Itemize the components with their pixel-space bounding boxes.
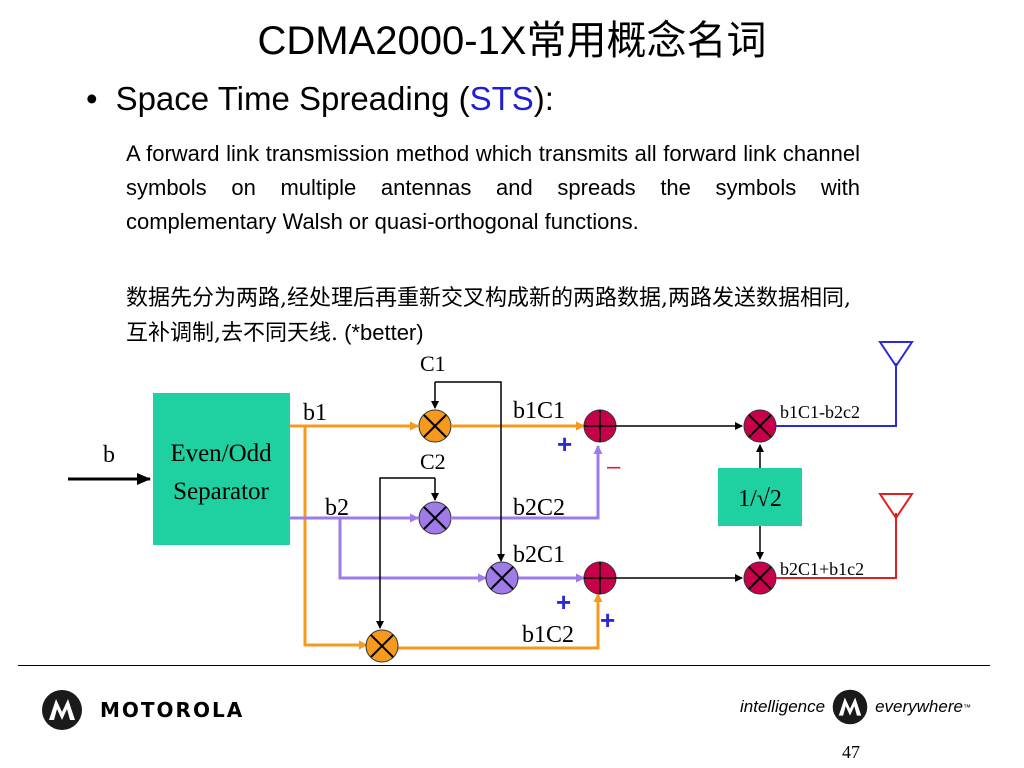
b2c1-label: b2C1	[513, 542, 565, 568]
bullet-label-after: ):	[533, 80, 554, 117]
b1c2-label: b1C2	[522, 622, 574, 648]
c1-label: C1	[420, 351, 446, 376]
bullet-heading: • Space Time Spreading (STS):	[86, 80, 554, 118]
c2-label: C2	[420, 449, 446, 474]
footer-brand: MOTOROLA	[40, 688, 244, 732]
description-chinese-tail: (*better)	[338, 320, 424, 345]
footer-divider	[18, 665, 990, 666]
multiplier-b1-c1	[418, 409, 452, 443]
brand-name: MOTOROLA	[100, 698, 245, 722]
multiplier-output-top	[743, 409, 777, 443]
b1c1-label: b1C1	[513, 398, 565, 424]
separator-label-line2: Separator	[173, 478, 269, 505]
description-english: A forward link transmission method which…	[126, 141, 860, 234]
c1-line-to-mult3	[435, 381, 505, 562]
tagline-part2: everywhere	[875, 697, 963, 716]
c2-line-to-mult4	[376, 477, 435, 629]
separator-label-line1: Even/Odd	[170, 440, 272, 467]
scale-block	[718, 468, 802, 526]
bottom-plus-sign-1: +	[556, 587, 571, 617]
description-chinese-text: 数据先分为两路,经处理后再重新交叉构成新的两路数据,两路发送数据相同,互补调制,…	[126, 286, 851, 346]
adder-bottom	[583, 561, 617, 595]
antenna-bottom-icon	[878, 493, 914, 520]
b1c2-line	[398, 593, 603, 650]
adder-top	[583, 409, 617, 443]
tagline-logo-icon	[832, 689, 868, 725]
b2-label: b2	[325, 495, 349, 521]
trademark-symbol: ™	[962, 702, 971, 712]
multiplier-output-bottom	[743, 561, 777, 595]
output-line-bottom	[776, 513, 897, 579]
page-number: 47	[842, 742, 860, 762]
top-minus-sign: –	[607, 453, 621, 480]
input-label: b	[103, 442, 115, 468]
antenna-top-icon	[878, 341, 914, 368]
bullet-label-before: Space Time Spreading (	[115, 80, 470, 117]
slide-title: CDMA2000-1X常用概念名词	[257, 19, 767, 63]
multiplier-b2-c1	[485, 561, 519, 595]
b1-label: b1	[303, 400, 327, 426]
motorola-logo-icon	[42, 690, 82, 730]
b1-line-to-mult4	[303, 426, 368, 650]
b2-line-to-mult3	[338, 518, 487, 583]
bullet-abbreviation: STS	[469, 80, 534, 117]
multiplier-b1-c2	[365, 629, 399, 663]
scale-label: 1/√2	[738, 486, 782, 512]
output-line-top	[776, 363, 897, 427]
output-label-top: b1C1-b2c2	[780, 402, 860, 422]
description-chinese: 数据先分为两路,经处理后再重新交叉构成新的两路数据,两路发送数据相同,互补调制,…	[126, 282, 860, 351]
even-odd-separator-block	[153, 393, 290, 545]
bottom-plus-sign-2: +	[600, 605, 615, 635]
multiplier-b2-c2	[418, 501, 452, 535]
output-label-bottom: b2C1+b1c2	[780, 559, 864, 579]
bullet-dot: •	[86, 80, 98, 117]
top-plus-sign: +	[557, 429, 572, 459]
b2c2-label: b2C2	[513, 495, 565, 521]
tagline-part1: intelligence	[740, 697, 826, 716]
